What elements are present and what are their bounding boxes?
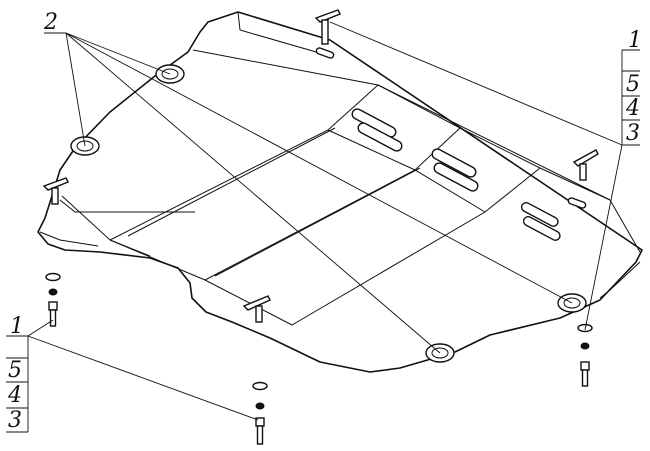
leader-lines-left <box>6 319 259 433</box>
grommet-icon <box>70 64 587 363</box>
leader-lines-right <box>329 21 640 331</box>
callout-left-1: 1 <box>10 314 24 339</box>
callout-left-3: 3 <box>8 408 22 433</box>
callout-left-4: 4 <box>7 383 22 408</box>
vent-slots <box>315 47 587 241</box>
fastener-stack-center <box>252 381 268 445</box>
callout-right-5: 5 <box>626 72 640 97</box>
callout-right-4: 4 <box>625 96 640 121</box>
fastener-stack-right <box>577 323 593 387</box>
callout-2: 2 <box>43 10 58 35</box>
leader-lines-2 <box>44 32 573 354</box>
callout-right-1: 1 <box>628 28 642 53</box>
callout-right-3: 3 <box>626 121 640 146</box>
callout-left-5: 5 <box>8 358 22 383</box>
fastener-stack-left <box>45 272 61 327</box>
skid-plate <box>37 11 643 373</box>
bracket-icon <box>42 9 599 323</box>
